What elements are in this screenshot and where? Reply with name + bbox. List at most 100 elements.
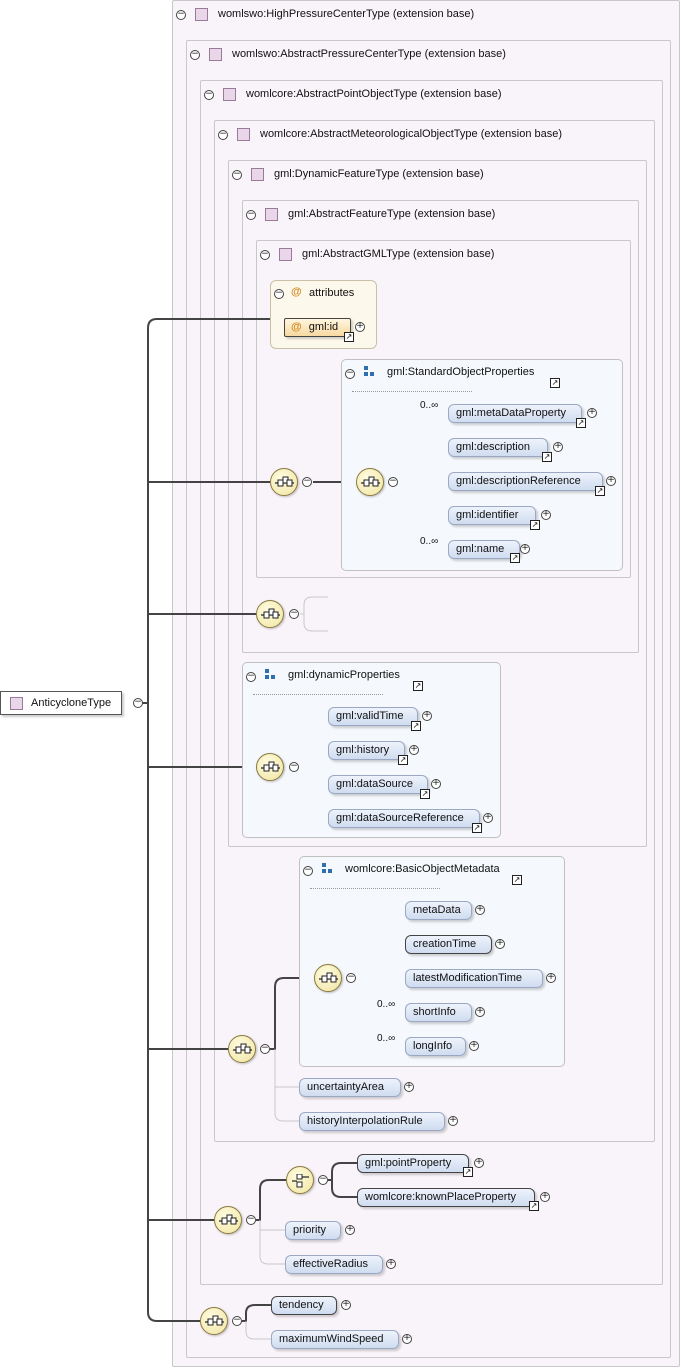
collapse-icon[interactable]: −	[133, 697, 143, 708]
element-shortinfo[interactable]: shortInfo	[405, 1003, 472, 1022]
expand-icon[interactable]: +	[409, 744, 419, 755]
group-title: womlcore:BasicObjectMetadata	[345, 863, 500, 875]
expand-icon[interactable]: +	[475, 1006, 485, 1017]
expand-icon[interactable]: +	[553, 441, 563, 452]
reference-arrow-icon[interactable]: ↗	[529, 1201, 539, 1211]
collapse-icon[interactable]: −	[303, 865, 313, 876]
collapse-icon[interactable]: −	[388, 476, 398, 487]
extension-title-abstract-feature: gml:AbstractFeatureType (extension base)	[288, 208, 496, 220]
sequence-compositor-icon[interactable]	[356, 468, 384, 496]
reference-arrow-icon[interactable]: ↗	[411, 721, 421, 731]
reference-arrow-icon[interactable]: ↗	[463, 1167, 473, 1177]
collapse-icon[interactable]: −	[345, 368, 355, 379]
reference-arrow-icon[interactable]: ↗	[344, 332, 354, 342]
element-gml-pointproperty[interactable]: gml:pointProperty	[357, 1154, 469, 1173]
collapse-icon[interactable]: −	[246, 209, 256, 220]
sequence-compositor-icon[interactable]	[200, 1307, 228, 1335]
expand-icon[interactable]: +	[520, 543, 530, 554]
expand-icon[interactable]: +	[495, 938, 505, 949]
reference-arrow-icon[interactable]: ↗	[550, 378, 560, 388]
sequence-compositor-icon[interactable]	[228, 1035, 256, 1063]
element-latestmodificationtime[interactable]: latestModificationTime	[405, 969, 543, 988]
sequence-compositor-icon[interactable]	[270, 468, 298, 496]
expand-icon[interactable]: +	[404, 1081, 414, 1092]
element-priority[interactable]: priority	[285, 1221, 341, 1240]
reference-arrow-icon[interactable]: ↗	[472, 823, 482, 833]
reference-arrow-icon[interactable]: ↗	[530, 520, 540, 530]
expand-icon[interactable]: +	[483, 812, 493, 823]
element-historyinterpolationrule[interactable]: historyInterpolationRule	[299, 1112, 445, 1131]
element-gml-datasource[interactable]: gml:dataSource	[328, 775, 428, 794]
expand-icon[interactable]: +	[431, 778, 441, 789]
element-creationtime[interactable]: creationTime	[405, 935, 492, 954]
attribute-gml-id[interactable]: @ gml:id	[284, 318, 351, 337]
collapse-icon[interactable]: −	[190, 49, 200, 60]
expand-icon[interactable]: +	[474, 1157, 484, 1168]
expand-icon[interactable]: +	[540, 1191, 550, 1202]
element-uncertaintyarea[interactable]: uncertaintyArea	[299, 1078, 401, 1097]
collapse-icon[interactable]: −	[274, 288, 284, 299]
element-gml-datasourcereference[interactable]: gml:dataSourceReference	[328, 809, 480, 828]
expand-icon[interactable]: +	[587, 407, 597, 418]
expand-icon[interactable]: +	[341, 1299, 351, 1310]
reference-arrow-icon[interactable]: ↗	[595, 486, 605, 496]
collapse-icon[interactable]: −	[260, 1043, 270, 1054]
collapse-icon[interactable]: −	[246, 671, 256, 682]
expand-icon[interactable]: +	[355, 321, 365, 332]
collapse-icon[interactable]: −	[246, 1214, 256, 1225]
root-complex-type[interactable]: AnticycloneType	[0, 691, 123, 715]
reference-arrow-icon[interactable]: ↗	[576, 418, 586, 428]
expand-icon[interactable]: +	[386, 1258, 396, 1269]
collapse-icon[interactable]: −	[176, 9, 186, 20]
collapse-icon[interactable]: −	[289, 761, 299, 772]
element-metadata[interactable]: metaData	[405, 901, 472, 920]
collapse-icon[interactable]: −	[302, 476, 312, 487]
reference-arrow-icon[interactable]: ↗	[420, 789, 430, 799]
collapse-icon[interactable]: −	[204, 89, 214, 100]
expand-icon[interactable]: +	[469, 1040, 479, 1051]
reference-arrow-icon[interactable]: ↗	[413, 681, 423, 691]
reference-arrow-icon[interactable]: ↗	[398, 755, 408, 765]
group-basic-object-metadata	[299, 856, 565, 1067]
element-gml-descriptionreference[interactable]: gml:descriptionReference	[448, 472, 603, 491]
element-gml-metadataproperty[interactable]: gml:metaDataProperty	[448, 404, 582, 423]
choice-compositor-icon[interactable]	[286, 1166, 314, 1194]
expand-icon[interactable]: +	[606, 475, 616, 486]
reference-arrow-icon[interactable]: ↗	[510, 553, 520, 563]
collapse-icon[interactable]: −	[260, 249, 270, 260]
element-longinfo[interactable]: longInfo	[405, 1037, 466, 1056]
sequence-compositor-icon[interactable]	[314, 964, 342, 992]
sequence-compositor-icon[interactable]	[256, 600, 284, 628]
element-effectiveradius[interactable]: effectiveRadius	[285, 1255, 383, 1274]
expand-icon[interactable]: +	[475, 904, 485, 915]
element-gml-validtime[interactable]: gml:validTime	[328, 707, 418, 726]
attribute-icon: @	[291, 321, 302, 333]
expand-icon[interactable]: +	[402, 1333, 412, 1344]
collapse-icon[interactable]: −	[289, 608, 299, 619]
group-separator	[310, 888, 440, 889]
collapse-icon[interactable]: −	[318, 1174, 328, 1185]
reference-arrow-icon[interactable]: ↗	[542, 452, 552, 462]
reference-arrow-icon[interactable]: ↗	[512, 875, 522, 885]
element-gml-history[interactable]: gml:history	[328, 741, 405, 760]
element-maximumwindspeed[interactable]: maximumWindSpeed	[271, 1330, 399, 1349]
expand-icon[interactable]: +	[541, 509, 551, 520]
sequence-compositor-icon[interactable]	[214, 1206, 242, 1234]
element-tendency[interactable]: tendency	[271, 1296, 337, 1315]
expand-icon[interactable]: +	[448, 1115, 458, 1126]
collapse-icon[interactable]: −	[218, 129, 228, 140]
expand-icon[interactable]: +	[422, 710, 432, 721]
collapse-icon[interactable]: −	[346, 972, 356, 983]
sequence-compositor-icon[interactable]	[256, 753, 284, 781]
group-separator	[253, 694, 383, 695]
element-gml-name[interactable]: gml:name	[448, 540, 520, 559]
expand-icon[interactable]: +	[345, 1224, 355, 1235]
complex-type-icon	[251, 168, 264, 181]
group-icon	[265, 669, 276, 680]
expand-icon[interactable]: +	[546, 972, 556, 983]
element-gml-description[interactable]: gml:description	[448, 438, 548, 457]
collapse-icon[interactable]: −	[232, 1315, 242, 1326]
element-womlcore-knownplaceproperty[interactable]: womlcore:knownPlaceProperty	[357, 1188, 535, 1207]
element-gml-identifier[interactable]: gml:identifier	[448, 506, 536, 525]
collapse-icon[interactable]: −	[232, 169, 242, 180]
